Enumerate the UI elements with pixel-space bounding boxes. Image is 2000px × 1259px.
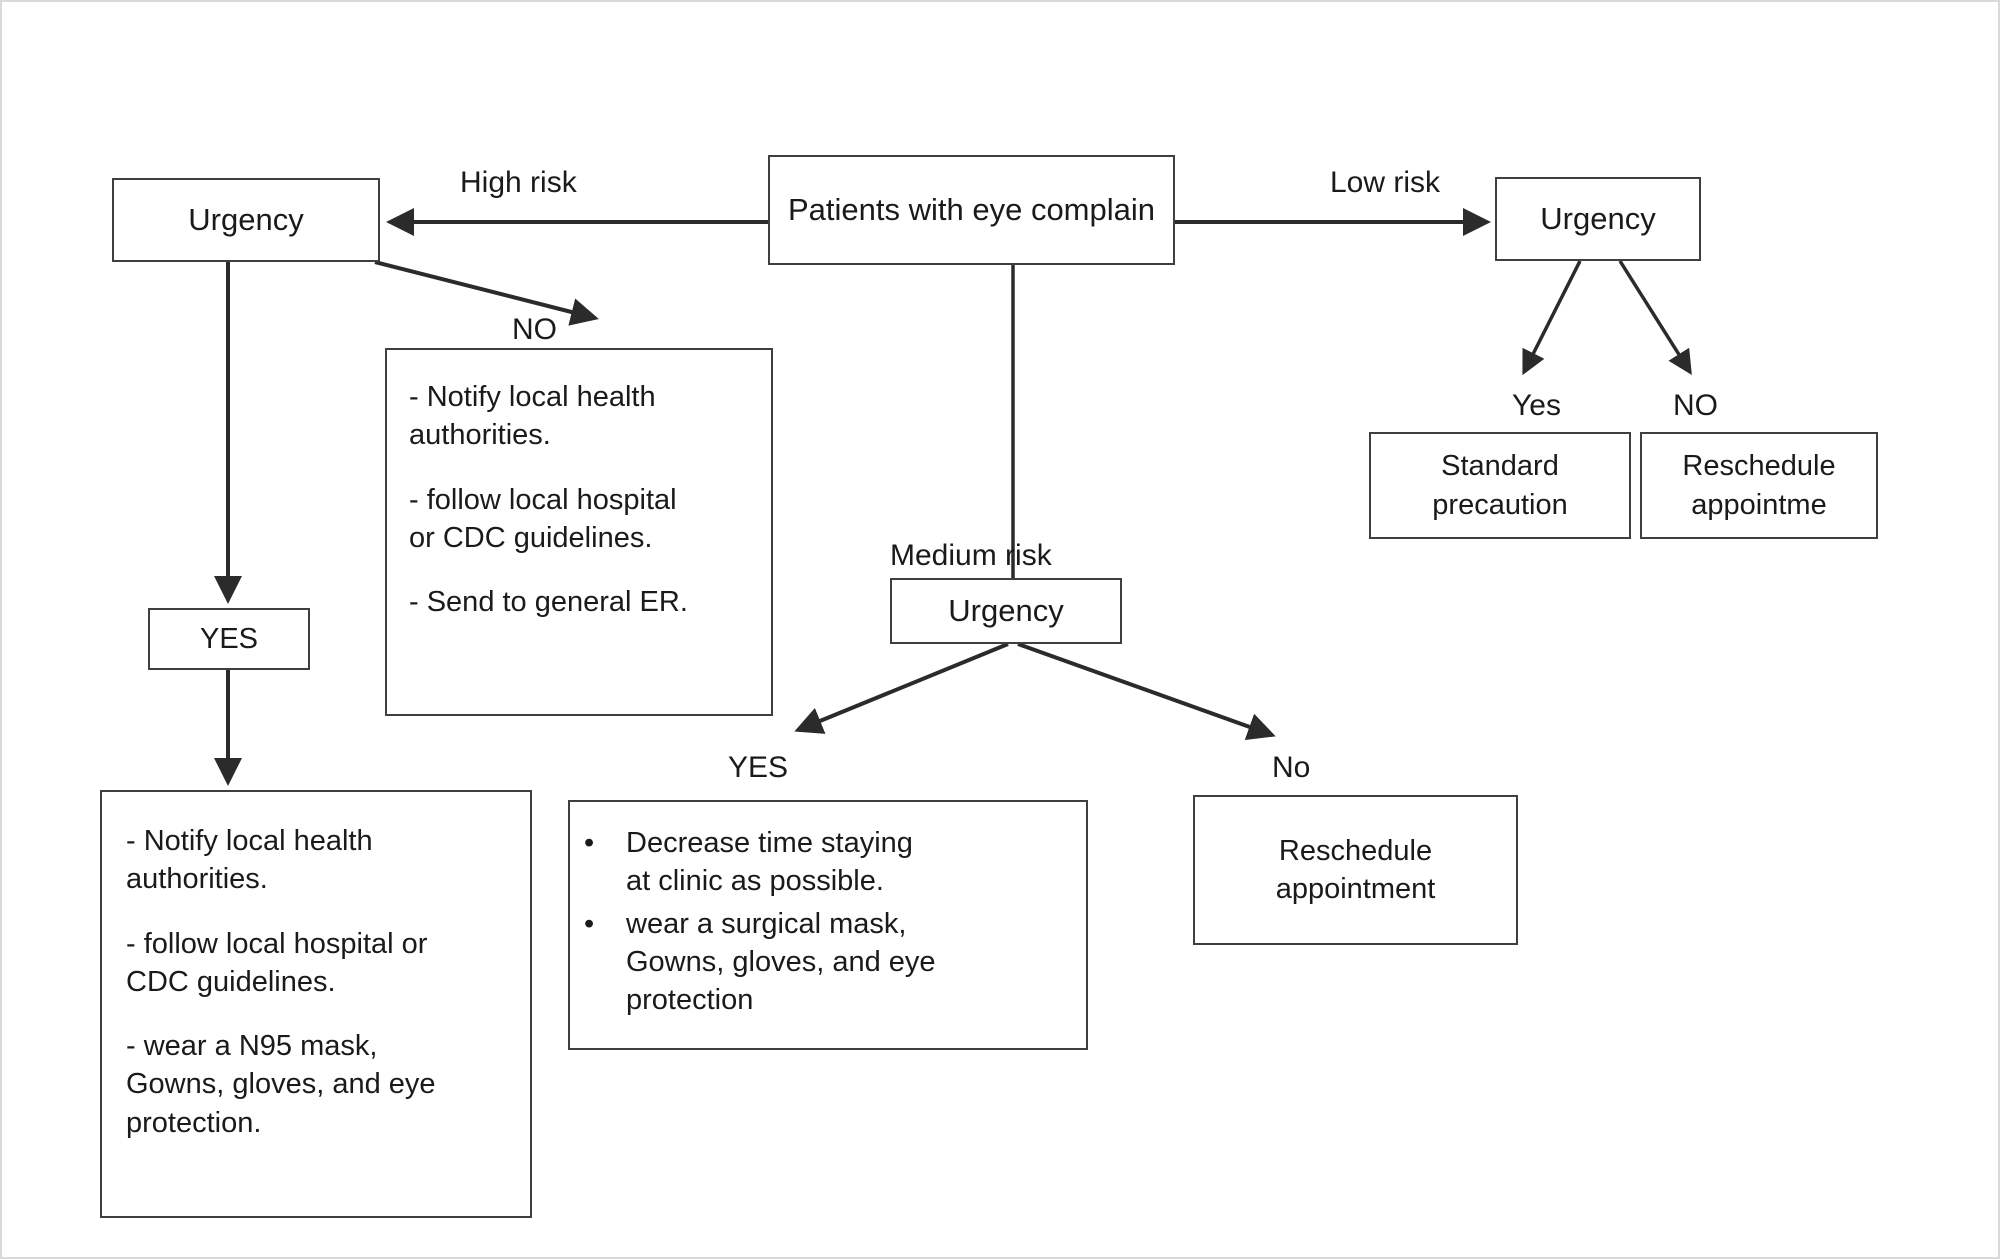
- node-high-risk-yes-actions[interactable]: - Notify local health authorities. - fol…: [100, 790, 532, 1218]
- list-item: • Decrease time staying at clinic as pos…: [570, 824, 1072, 901]
- node-high-risk-urgency[interactable]: Urgency: [112, 178, 380, 262]
- node-low-risk-yes-action[interactable]: Standard precaution: [1369, 432, 1631, 539]
- node-label: Patients with eye complain: [787, 191, 1156, 227]
- edge-label-high-risk-no: NO: [512, 313, 557, 346]
- action-paragraph: - Send to general ER.: [409, 586, 688, 619]
- edge-medium-urgency-to-no: [1017, 642, 1276, 741]
- edge-high-urgency-to-no-actions: [374, 260, 599, 326]
- edge-label-medium-risk-no: No: [1272, 751, 1311, 784]
- edge-label-low-risk: Low risk: [1330, 166, 1441, 199]
- edge-label-low-risk-no: NO: [1673, 389, 1718, 422]
- node-label: YES: [199, 622, 259, 655]
- edge-label-low-risk-yes: Yes: [1512, 389, 1561, 422]
- node-high-risk-no-actions[interactable]: - Notify local health authorities. - fol…: [385, 348, 773, 716]
- action-paragraph: - follow local hospital or CDC guideline…: [126, 927, 428, 998]
- node-high-risk-yes[interactable]: YES: [148, 608, 310, 670]
- bullet-icon: •: [584, 827, 595, 859]
- node-label: Urgency: [1540, 200, 1656, 236]
- node-label: Reschedule appointme: [1682, 450, 1836, 521]
- action-paragraph: - Notify local health authorities.: [126, 825, 373, 896]
- node-patients-with-eye-complaint[interactable]: Patients with eye complain: [768, 155, 1175, 265]
- bullet-icon: •: [584, 907, 595, 940]
- action-paragraph-list: - Notify local health authorities. - fol…: [409, 378, 753, 621]
- node-medium-risk-no-action[interactable]: Reschedule appointment: [1193, 795, 1518, 945]
- edge-label-high-risk: High risk: [460, 166, 577, 199]
- node-label: Urgency: [188, 201, 304, 237]
- list-item: • wear a surgical mask, Gowns, gloves, a…: [570, 905, 1072, 1020]
- node-label: Reschedule appointment: [1275, 834, 1436, 905]
- list-item-label: wear a surgical mask, Gowns, gloves, and…: [626, 907, 936, 1017]
- action-paragraph: - follow local hospital or CDC guideline…: [409, 483, 677, 554]
- edge-low-urgency-to-yes: [1522, 260, 1582, 376]
- node-medium-risk-urgency[interactable]: Urgency: [890, 578, 1122, 644]
- action-bullet-list: • Decrease time staying at clinic as pos…: [570, 824, 1072, 1019]
- node-label: Standard precaution: [1432, 450, 1568, 521]
- node-label: Urgency: [948, 592, 1064, 628]
- edge-medium-urgency-to-yes: [794, 642, 1009, 734]
- action-paragraph: - Notify local health authorities.: [409, 381, 656, 452]
- node-low-risk-urgency[interactable]: Urgency: [1495, 177, 1701, 261]
- node-low-risk-no-action[interactable]: Reschedule appointme: [1640, 432, 1878, 539]
- action-paragraph: - wear a N95 mask, Gowns, gloves, and ey…: [126, 1030, 436, 1139]
- list-item-label: Decrease time staying at clinic as possi…: [626, 827, 913, 898]
- edge-low-urgency-to-no: [1618, 260, 1692, 375]
- edge-label-medium-risk-yes: YES: [728, 751, 789, 784]
- action-paragraph-list: - Notify local health authorities. - fol…: [126, 822, 514, 1142]
- node-medium-risk-yes-actions[interactable]: • Decrease time staying at clinic as pos…: [568, 800, 1088, 1050]
- edge-label-medium-risk: Medium risk: [890, 539, 1052, 572]
